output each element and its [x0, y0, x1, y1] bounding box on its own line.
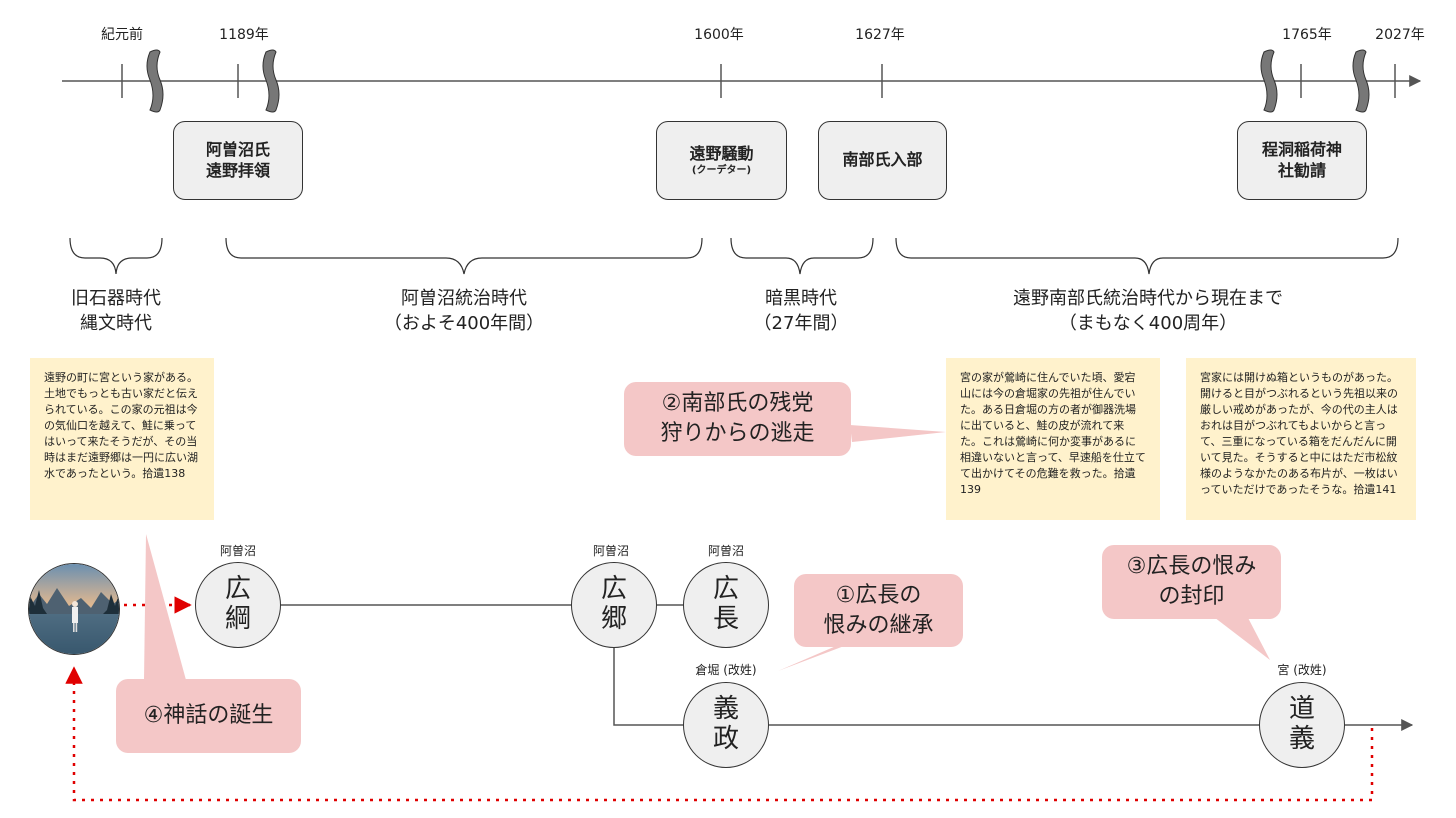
callout-escape: ②南部氏の残党狩りからの逃走	[624, 382, 851, 456]
event-box: 遠野騒動 (クーデター)	[656, 121, 787, 200]
person-char: 広	[224, 574, 251, 605]
event-line1: 程洞稲荷神	[1261, 139, 1342, 159]
era-label: 阿曽沼統治時代 （およそ400年間）	[384, 286, 544, 336]
person-char: 綱	[224, 604, 251, 634]
callout-line1: ①広長の	[835, 582, 922, 608]
callout-line1: ④神話の誕生	[143, 703, 274, 729]
dotted-connectors	[65, 596, 1374, 802]
person-clan-tag: 阿曽沼	[707, 544, 745, 558]
era-line2: 縄文時代	[80, 313, 152, 335]
era-braces	[69, 237, 1399, 275]
year-label: 1600年	[694, 27, 744, 43]
event-line1: 南部氏入部	[842, 150, 923, 170]
person-char: 政	[712, 724, 739, 754]
axis-break-icon	[146, 49, 1370, 113]
year-label: 1765年	[1282, 27, 1332, 43]
person-clan-tag: 阿曽沼	[219, 544, 257, 558]
era-label: 遠野南部氏統治時代から現在まで （まもなく400周年）	[1013, 286, 1283, 336]
event-box: 南部氏入部	[818, 121, 947, 200]
callout-seal: ③広長の恨みの封印	[1102, 545, 1281, 619]
era-line1: 暗黒時代	[765, 288, 837, 309]
person-char: 広	[600, 574, 627, 605]
year-label: 1627年	[855, 27, 905, 43]
era-label: 旧石器時代 縄文時代	[71, 286, 161, 336]
person-char: 広	[712, 574, 739, 605]
callout-line1: ②南部氏の残党	[661, 391, 814, 417]
person-yoshimasa: 義 政	[683, 682, 769, 768]
event-box: 程洞稲荷神 社勧請	[1237, 121, 1367, 200]
callout-tails	[144, 425, 1270, 680]
person-char: 長	[712, 604, 739, 634]
person-clan-tag: 阿曽沼	[592, 544, 630, 558]
callout-line2: 恨みの継承	[823, 612, 934, 638]
person-clan-tag: 倉堀 (改姓)	[695, 663, 757, 677]
person-hirosato: 広 郷	[571, 562, 657, 648]
person-hironaga: 広 長	[683, 562, 769, 648]
callout-line1: ③広長の恨み	[1126, 554, 1257, 580]
note-card: 宮家には開けぬ箱というものがあった。開けると目がつぶれるという先祖以来の厳しい戒…	[1186, 358, 1416, 520]
person-char: 郷	[600, 604, 627, 634]
person-hirotsuna: 広 綱	[195, 562, 281, 648]
event-line1: 遠野騒動	[689, 143, 754, 163]
callout-line2: 狩りからの逃走	[660, 421, 815, 446]
avatar-image	[29, 564, 119, 654]
era-line2: （27年間）	[753, 313, 849, 335]
era-line2: （まもなく400周年）	[1058, 313, 1238, 335]
era-line2: （およそ400年間）	[383, 313, 545, 335]
event-line2: 社勧請	[1277, 160, 1326, 180]
era-line1: 遠野南部氏統治時代から現在まで	[1013, 288, 1283, 309]
era-label: 暗黒時代 （27年間）	[754, 286, 849, 336]
year-label: 紀元前	[101, 27, 143, 43]
lineage-lines	[281, 604, 1414, 731]
event-line1: 阿曽沼氏	[205, 139, 270, 159]
year-label: 1189年	[219, 27, 269, 43]
person-char: 道	[1288, 694, 1315, 725]
callout-line2: の封印	[1158, 584, 1225, 609]
era-line1: 旧石器時代	[71, 288, 161, 309]
callout-myth: ④神話の誕生	[116, 679, 301, 753]
person-michiyoshi: 道 義	[1259, 682, 1345, 768]
event-box: 阿曽沼氏 遠野拝領	[173, 121, 303, 200]
era-line1: 阿曽沼統治時代	[400, 288, 527, 309]
person-clan-tag: 宮 (改姓)	[1277, 663, 1327, 677]
event-sub: (クーデター)	[691, 165, 752, 177]
callout-inherit: ①広長の恨みの継承	[794, 574, 963, 647]
person-in-lake-avatar	[28, 563, 120, 655]
person-char: 義	[1288, 724, 1315, 754]
year-label: 2027年	[1375, 27, 1425, 43]
event-line2: 遠野拝領	[205, 160, 270, 180]
note-card: 宮の家が鶯崎に住んでいた頃、愛宕山には今の倉堀家の先祖が住んでいた。ある日倉堀の…	[946, 358, 1160, 520]
axis-ticks	[121, 64, 1396, 98]
person-char: 義	[712, 694, 739, 725]
note-card: 遠野の町に宮という家がある。土地でもっとも古い家だと伝えられている。この家の元祖…	[30, 358, 214, 520]
